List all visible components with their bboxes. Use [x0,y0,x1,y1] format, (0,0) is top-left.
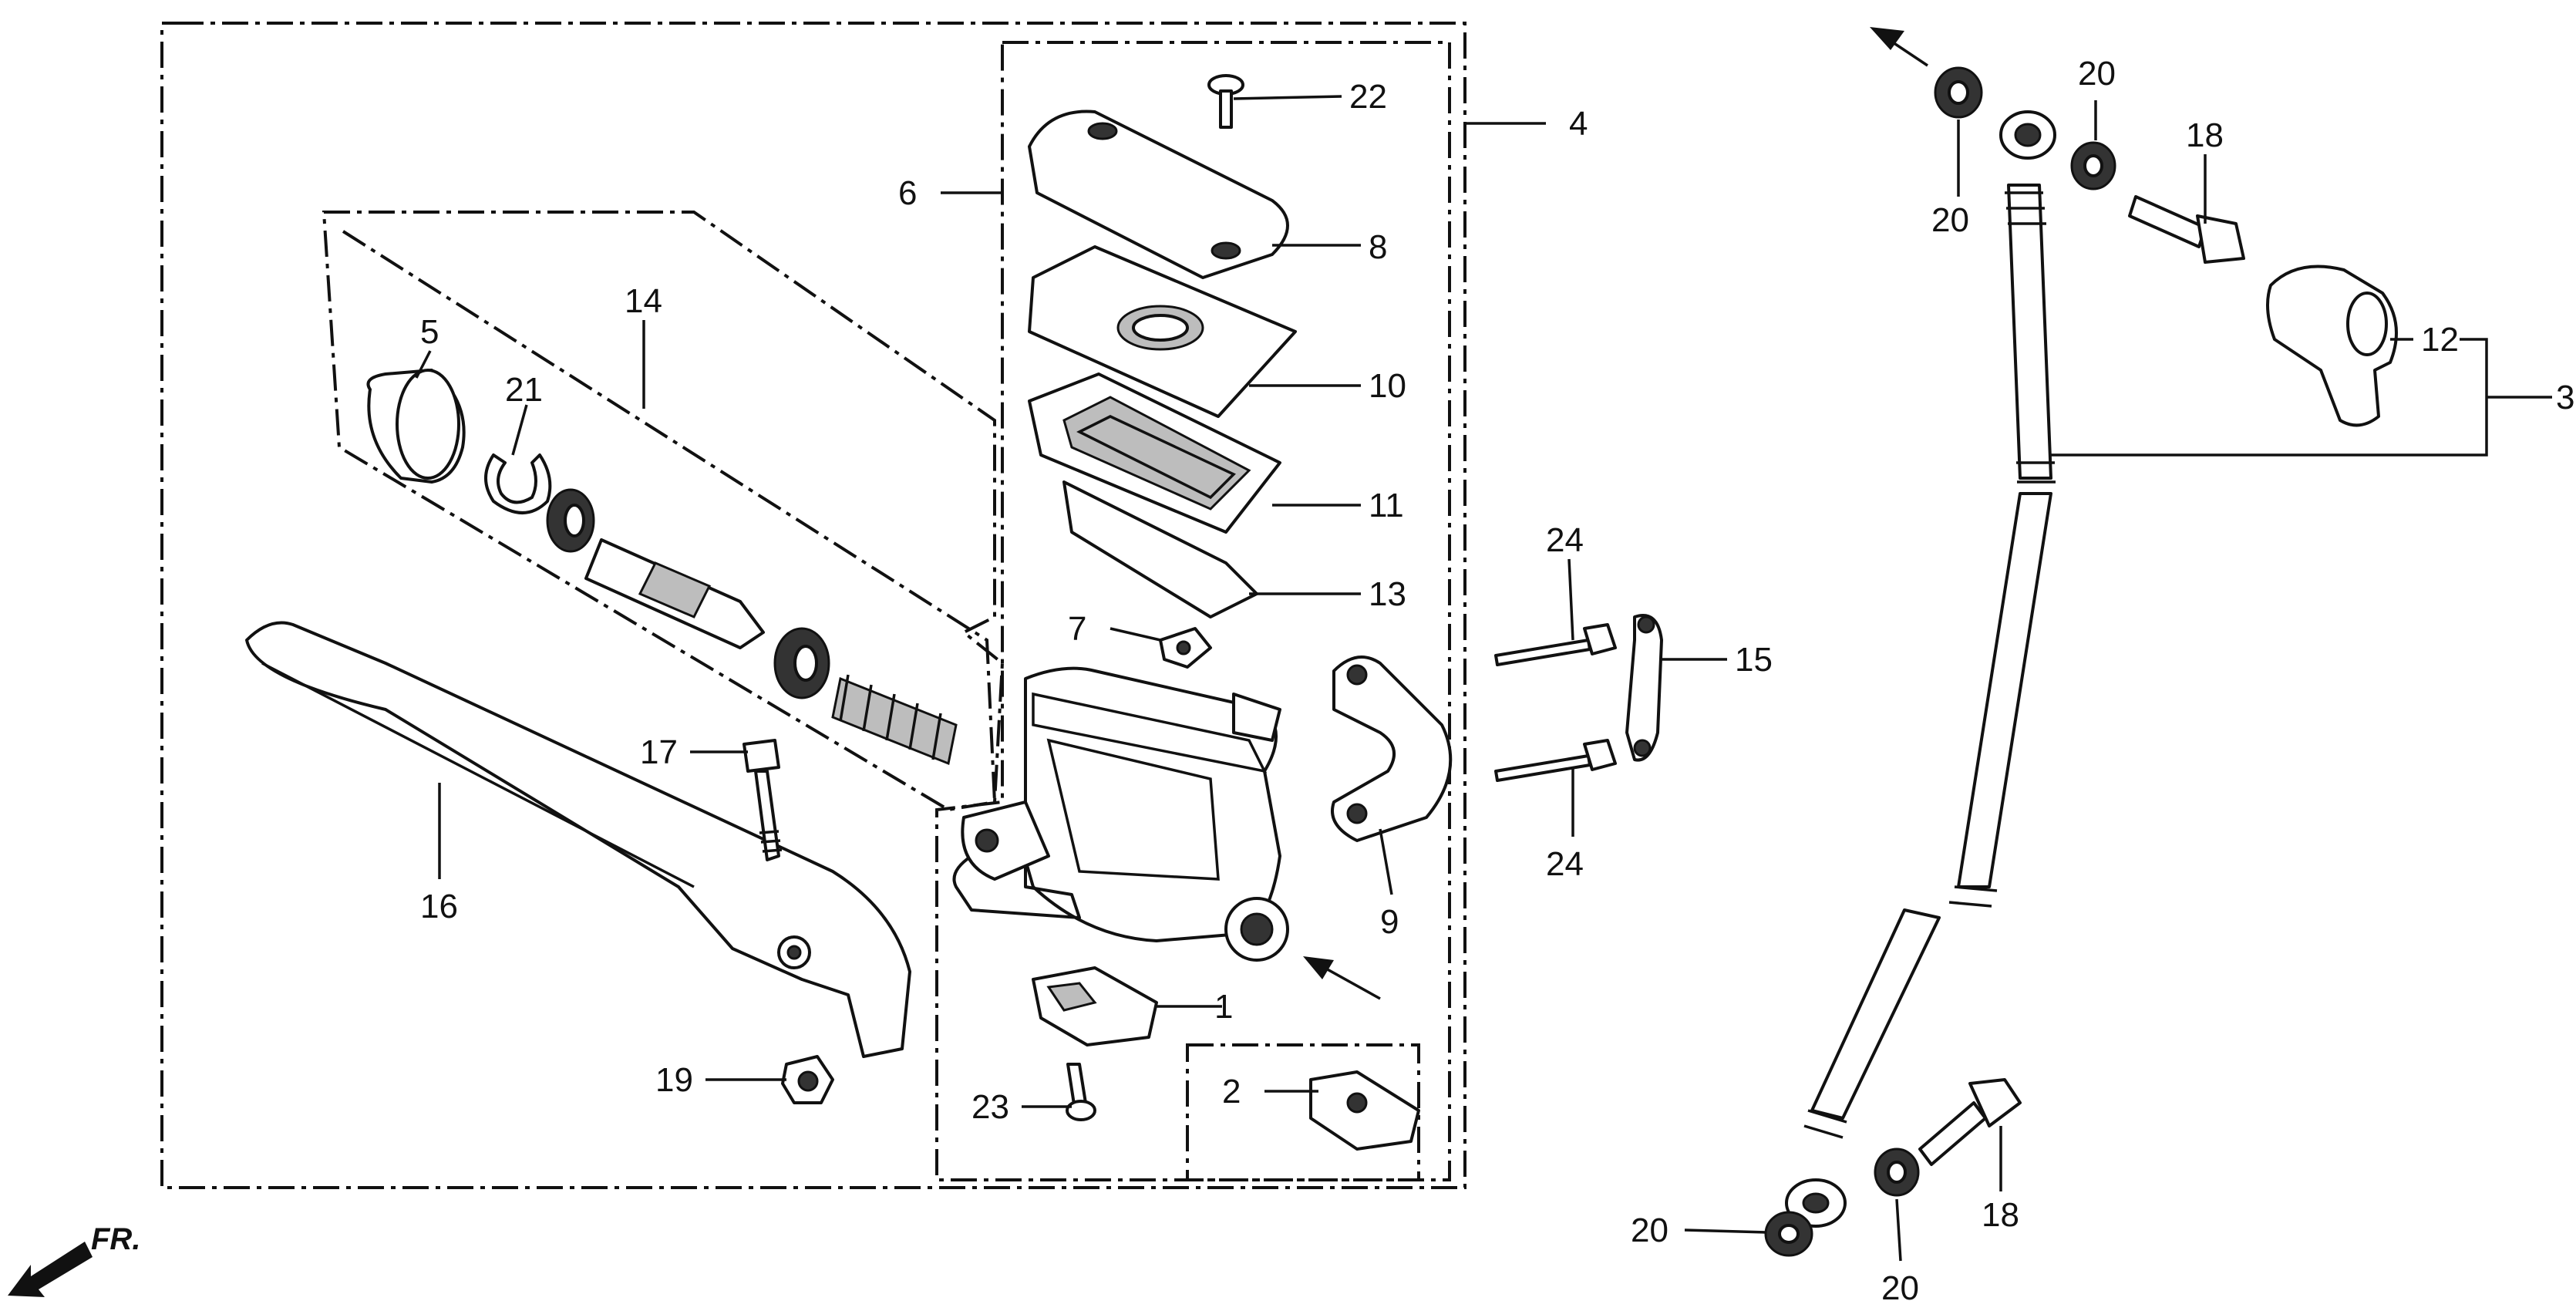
callout-labels: 1 2 3 4 5 6 7 8 9 10 11 12 13 14 15 16 1… [420,55,2574,1307]
callout-22: 22 [1349,78,1387,116]
switch-1 [1032,966,1158,1046]
float-plate-13 [1062,480,1258,618]
callout-8: 8 [1369,228,1387,266]
callout-3: 3 [2556,379,2574,416]
oil-bolt-18-upper [2128,195,2245,264]
callout-21: 21 [505,371,543,409]
washer-20-c [1764,1211,1813,1257]
pivot-bolt-17 [742,739,783,861]
callout-7: 7 [1068,610,1086,648]
callout-5: 5 [420,313,439,351]
leader-lines [415,95,2552,1262]
snap-ring-21 [484,453,552,514]
washer-20-d [1874,1148,1920,1197]
callout-6: 6 [898,174,917,212]
cap-12 [2266,265,2398,427]
callout-19: 19 [655,1061,693,1099]
callout-11: 11 [1369,487,1404,524]
master-cylinder-body [952,666,1289,962]
piston [584,538,765,649]
callout-13: 13 [1369,575,1406,613]
callout-12: 12 [2421,321,2459,359]
callout-20-lower-right: 20 [1881,1269,1919,1307]
brake-lever-16 [245,621,911,1058]
callout-2: 2 [1222,1073,1241,1110]
switch-2 [1309,1070,1420,1151]
callout-20-lower-left: 20 [1631,1212,1669,1249]
hose-direction-arrow-head-icon [1870,27,1904,50]
callout-24-upper: 24 [1546,521,1584,559]
screw-23 [1066,1063,1096,1121]
spring [831,674,958,766]
bolt-24-upper [1494,623,1617,666]
oil-bolt-18-lower [1918,1078,2022,1166]
callout-23: 23 [971,1088,1009,1126]
assembly-14-box [322,211,1005,812]
diaphragm-plate-10 [1028,245,1297,418]
nut-19 [781,1055,834,1104]
assembly-6-box [935,41,1451,1181]
reservoir-cap-8 [1028,110,1289,279]
flow-arrow-head-icon [1303,956,1334,979]
plate-7 [1159,627,1212,669]
piston-seal [546,488,595,553]
front-marker-label: FR. [91,1222,140,1256]
callout-4: 4 [1569,105,1588,143]
bolt-24-lower [1494,739,1617,782]
callout-18-upper: 18 [2186,116,2224,154]
callout-14: 14 [625,282,662,320]
assembly-14-inner [342,230,996,803]
callout-1: 1 [1214,988,1233,1026]
callout-18-lower: 18 [1982,1196,2019,1234]
washer-20-a [1934,66,1983,119]
callout-15: 15 [1735,641,1773,679]
assembly-4-box [160,22,1466,1189]
callout-17: 17 [640,733,678,771]
callout-10: 10 [1369,367,1406,405]
holder-9 [1331,656,1453,842]
washer-20-b [2070,141,2116,190]
front-direction-marker: FR. [8,1222,140,1297]
callout-9: 9 [1380,903,1399,941]
callout-24-lower: 24 [1546,845,1584,883]
screw-22 [1207,74,1244,129]
assembly-2-box [1186,1043,1420,1181]
brake-hose-3 [1785,110,2056,1228]
callout-16: 16 [420,888,458,925]
callout-20-upper-right: 20 [2078,55,2116,93]
primary-cup [773,627,830,699]
holder-15 [1625,614,1663,762]
boot-5 [366,369,466,484]
front-direction-arrow-icon [8,1242,93,1297]
diaphragm-11 [1028,372,1281,534]
callout-20-upper-left: 20 [1931,201,1969,239]
